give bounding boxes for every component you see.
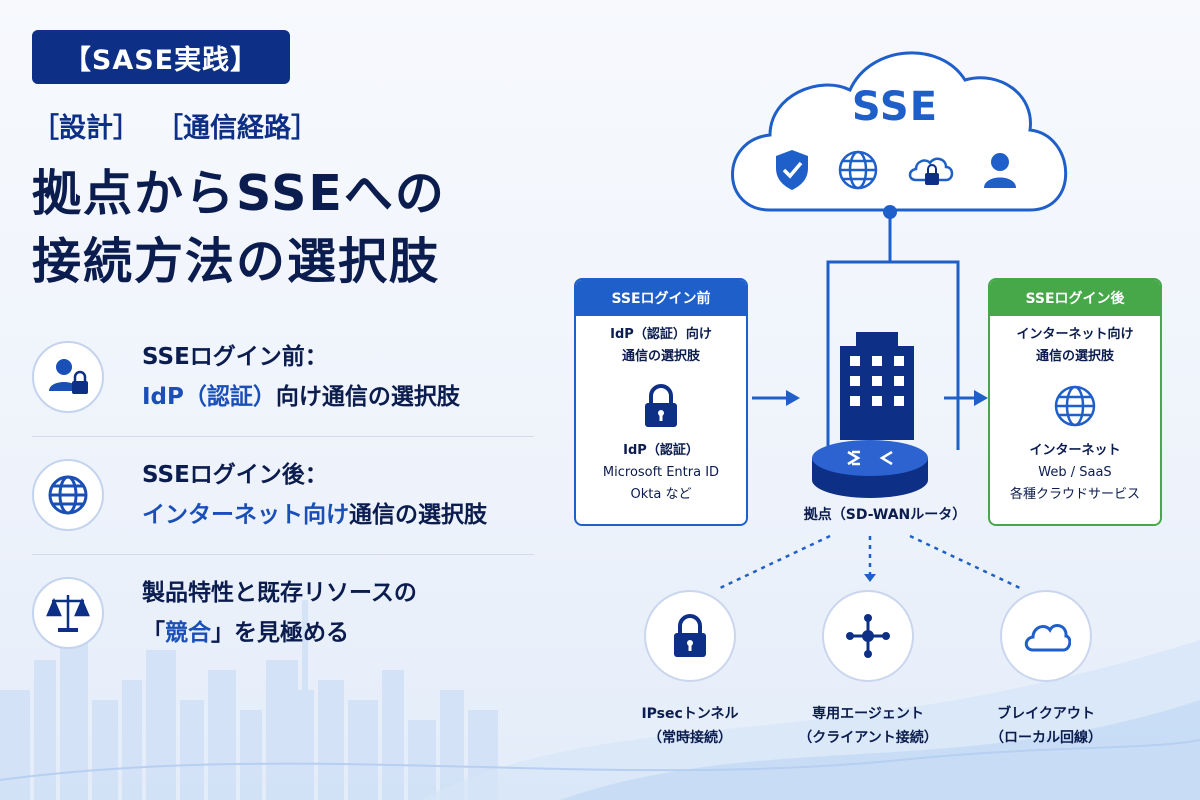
method-ipsec: IPsecトンネル （常時接続） bbox=[590, 590, 790, 750]
page-title-line-1: 拠点からSSEへの bbox=[32, 165, 446, 222]
feature-item-before-login: SSEログイン前： IdP（認証）向け通信の選択肢 bbox=[32, 322, 534, 432]
cloud-connector-line bbox=[826, 212, 892, 450]
lock-icon bbox=[641, 382, 681, 430]
cloud-icon bbox=[1000, 590, 1092, 682]
feature-title: SSEログイン後： bbox=[142, 462, 328, 488]
feature-highlight: IdP（認証） bbox=[142, 384, 276, 410]
globe-icon bbox=[32, 459, 104, 531]
feature-highlight: 競合 bbox=[165, 620, 211, 646]
method-sublabel: （ローカル回線） bbox=[990, 730, 1102, 746]
lock-icon bbox=[644, 590, 736, 682]
user-lock-icon bbox=[32, 341, 104, 413]
panel-detail-line: Okta など bbox=[630, 487, 692, 502]
panel-detail-line: Microsoft Entra ID bbox=[602, 465, 720, 480]
divider bbox=[32, 554, 534, 555]
panel-subtitle: インターネット向け 通信の選択肢 bbox=[1016, 324, 1133, 368]
method-agent: 専用エージェント （クライアント接続） bbox=[768, 590, 968, 750]
panel-subtitle-line: 通信の選択肢 bbox=[1035, 349, 1114, 364]
globe-icon bbox=[1052, 382, 1098, 430]
panel-header: SSEログイン後 bbox=[990, 280, 1160, 316]
sse-icon-row bbox=[776, 150, 1016, 190]
panel-subtitle-line: インターネット向け bbox=[1016, 327, 1134, 342]
panel-subtitle: IdP（認証）向け 通信の選択肢 bbox=[610, 324, 712, 368]
method-label: ブレイクアウト bbox=[997, 706, 1095, 722]
method-sublabel: （クライアント接続） bbox=[798, 730, 938, 746]
panel-subtitle-line: IdP（認証）向け bbox=[610, 327, 712, 342]
series-tag: 【SASE実践】 bbox=[32, 30, 290, 84]
panel-detail-line: 各種クラウドサービス bbox=[1009, 487, 1140, 502]
feature-item-after-login: SSEログイン後： インターネット向け通信の選択肢 bbox=[32, 440, 534, 550]
network-hub-icon bbox=[822, 590, 914, 682]
panel-detail-title: IdP（認証） bbox=[623, 443, 699, 458]
feature-title: SSEログイン前： bbox=[142, 344, 328, 370]
panel-detail-line: Web / SaaS bbox=[1038, 465, 1112, 480]
category-tags: ［設計］ ［通信経路］ bbox=[32, 106, 318, 145]
shield-check-icon bbox=[776, 150, 808, 190]
feature-highlight: インターネット向け bbox=[142, 502, 349, 528]
category-tag-design: ［設計］ bbox=[32, 113, 140, 144]
method-label: 専用エージェント bbox=[812, 706, 924, 722]
panel-header: SSEログイン前 bbox=[576, 280, 746, 316]
balance-scale-icon bbox=[32, 577, 104, 649]
page-title-line-2: 接続方法の選択肢 bbox=[32, 233, 441, 290]
city-skyline bbox=[0, 600, 498, 800]
method-sublabel: （常時接続） bbox=[648, 730, 732, 746]
feature-title: 製品特性と既存リソースの bbox=[142, 580, 417, 606]
feature-prefix: 「 bbox=[142, 620, 165, 646]
divider bbox=[32, 436, 534, 437]
cloud-lock-icon bbox=[908, 157, 954, 185]
method-label: IPsecトンネル bbox=[641, 706, 739, 722]
panel-before-login: SSEログイン前 IdP（認証）向け 通信の選択肢 IdP（認証） Micros… bbox=[574, 278, 748, 526]
user-icon bbox=[984, 153, 1016, 188]
building-icon bbox=[840, 332, 914, 440]
category-tag-route: ［通信経路］ bbox=[156, 113, 318, 144]
sse-cloud bbox=[731, 51, 1068, 212]
panel-details: IdP（認証） Microsoft Entra ID Okta など bbox=[603, 440, 719, 506]
cloud-connector-line-right bbox=[890, 260, 960, 450]
feature-item-conflict: 製品特性と既存リソースの 「競合」を見極める bbox=[32, 558, 534, 668]
method-links bbox=[719, 534, 1021, 590]
panel-subtitle-line: 通信の選択肢 bbox=[621, 349, 700, 364]
panel-after-login: SSEログイン後 インターネット向け 通信の選択肢 インターネット Web / … bbox=[988, 278, 1162, 526]
sd-wan-router-icon bbox=[812, 440, 928, 498]
feature-rest: 通信の選択肢 bbox=[349, 502, 487, 528]
sse-title: SSE bbox=[851, 84, 939, 130]
globe-icon bbox=[838, 150, 878, 190]
page-title: 拠点からSSEへの 接続方法の選択肢 bbox=[32, 160, 446, 296]
flow-arrows bbox=[752, 390, 988, 406]
panel-detail-title: インターネット bbox=[1029, 443, 1121, 458]
method-breakout: ブレイクアウト （ローカル回線） bbox=[946, 590, 1146, 750]
method-link-heads bbox=[864, 574, 876, 582]
feature-rest: 」を見極める bbox=[211, 620, 349, 646]
panel-details: インターネット Web / SaaS 各種クラウドサービス bbox=[1010, 440, 1140, 506]
feature-rest: 向け通信の選択肢 bbox=[275, 384, 460, 410]
router-label: 拠点（SD-WANルータ） bbox=[803, 507, 967, 523]
